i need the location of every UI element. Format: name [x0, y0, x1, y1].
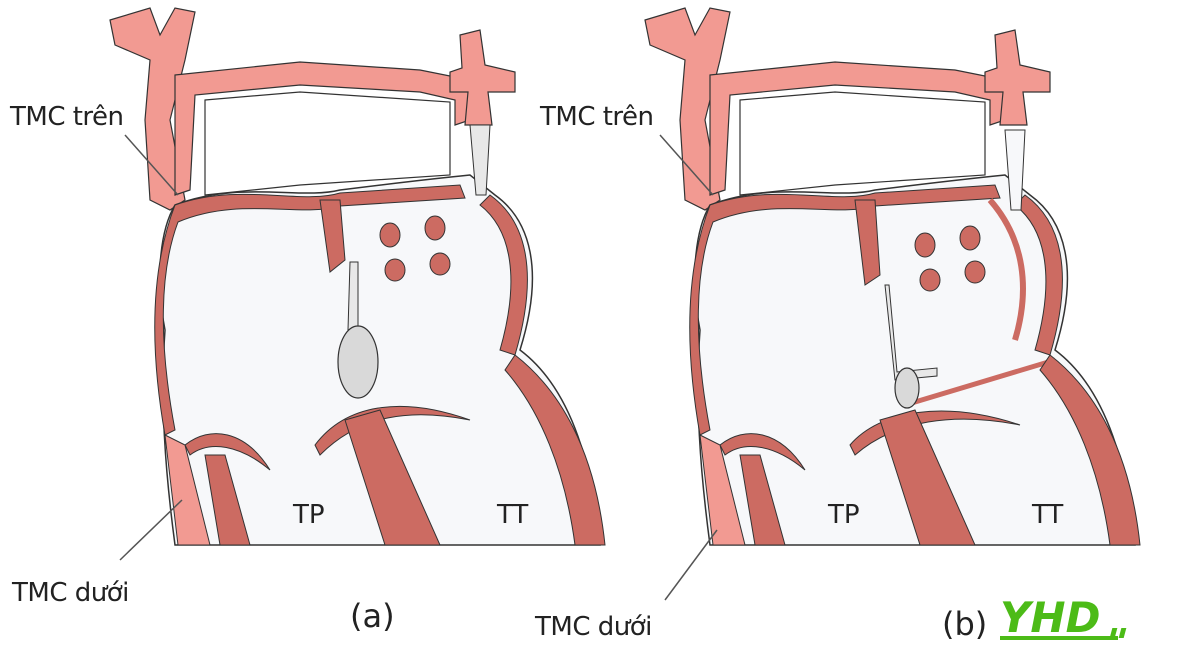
yhd-logo-icon: YHD — [1000, 593, 1127, 642]
panel-b-septum-upper — [854, 199, 881, 286]
panel-a-svc-label: TMC trên — [10, 102, 124, 132]
panel-b-top-loop-inner — [739, 91, 986, 196]
panel-b-id: (b) — [942, 605, 988, 643]
panel-b-ivc-leader — [664, 529, 718, 601]
panel-a-rv-wall — [204, 454, 251, 546]
panel-b-top-loop — [709, 61, 1006, 196]
panel-a-illustration — [109, 7, 606, 561]
panel-a-pv-ostium-2 — [424, 215, 446, 241]
panel-a-ivs — [344, 409, 441, 546]
panel-b-pv-ostium-3 — [919, 268, 941, 292]
panel-b-la-wall — [1014, 194, 1063, 356]
panel-b-svc-label: TMC trên — [540, 102, 654, 132]
panel-b-svc-leader — [659, 134, 714, 196]
panel-b-lv-wall — [1039, 354, 1141, 546]
panel-b-illustration — [644, 7, 1141, 601]
panel-a-svc-leader — [124, 134, 179, 196]
panel-a-ivc-leader — [119, 499, 183, 561]
panel-b-baffle — [987, 198, 1026, 341]
panel-a-right-branch — [449, 29, 516, 126]
panel-a-id: (a) — [350, 597, 395, 635]
panel-a-pv-ostium-1 — [379, 222, 401, 248]
panel-a-pv-ostium-3 — [384, 258, 406, 282]
panel-a-ivc-label: TMC dưới — [12, 578, 129, 608]
panel-a-la-wall — [479, 194, 528, 356]
logo-text: YHD — [1000, 593, 1100, 642]
panel-a-tricuspid — [184, 433, 271, 471]
panel-b-tp-label: TP — [828, 500, 860, 530]
panel-b-ivs — [879, 409, 976, 546]
panel-a-device — [337, 325, 379, 399]
panel-a-atrial-wall — [154, 184, 466, 436]
panel-b-pv-ostium-4 — [964, 260, 986, 284]
panel-b-tt-label: TT — [1032, 500, 1064, 530]
panel-a-catheter — [469, 124, 491, 196]
panel-b-pv-ostium-2 — [959, 225, 981, 251]
panel-b-ivc-vessel — [699, 434, 746, 546]
panel-a-top-loop-inner — [204, 91, 451, 196]
panel-b-device — [894, 367, 920, 409]
panel-a-top-loop — [174, 61, 471, 196]
panel-b-baffle-lower — [904, 357, 1056, 408]
panel-a-tt-label: TT — [497, 500, 529, 530]
panel-a-tp-label: TP — [293, 500, 325, 530]
panel-b-catheter — [1004, 129, 1026, 211]
panel-b-ivc-label: TMC dưới — [535, 612, 652, 642]
panel-a-pv-ostium-4 — [429, 252, 451, 276]
panel-b-rv-wall — [739, 454, 786, 546]
panel-b-tricuspid — [719, 433, 806, 471]
panel-b-device-stem — [884, 284, 938, 381]
panel-a-septum-upper — [319, 199, 346, 273]
panel-b-right-branch — [984, 29, 1051, 126]
panel-a-lv-wall — [504, 354, 606, 546]
panel-b-atrial-wall — [689, 184, 1001, 436]
panel-b-pv-ostium-1 — [914, 232, 936, 258]
